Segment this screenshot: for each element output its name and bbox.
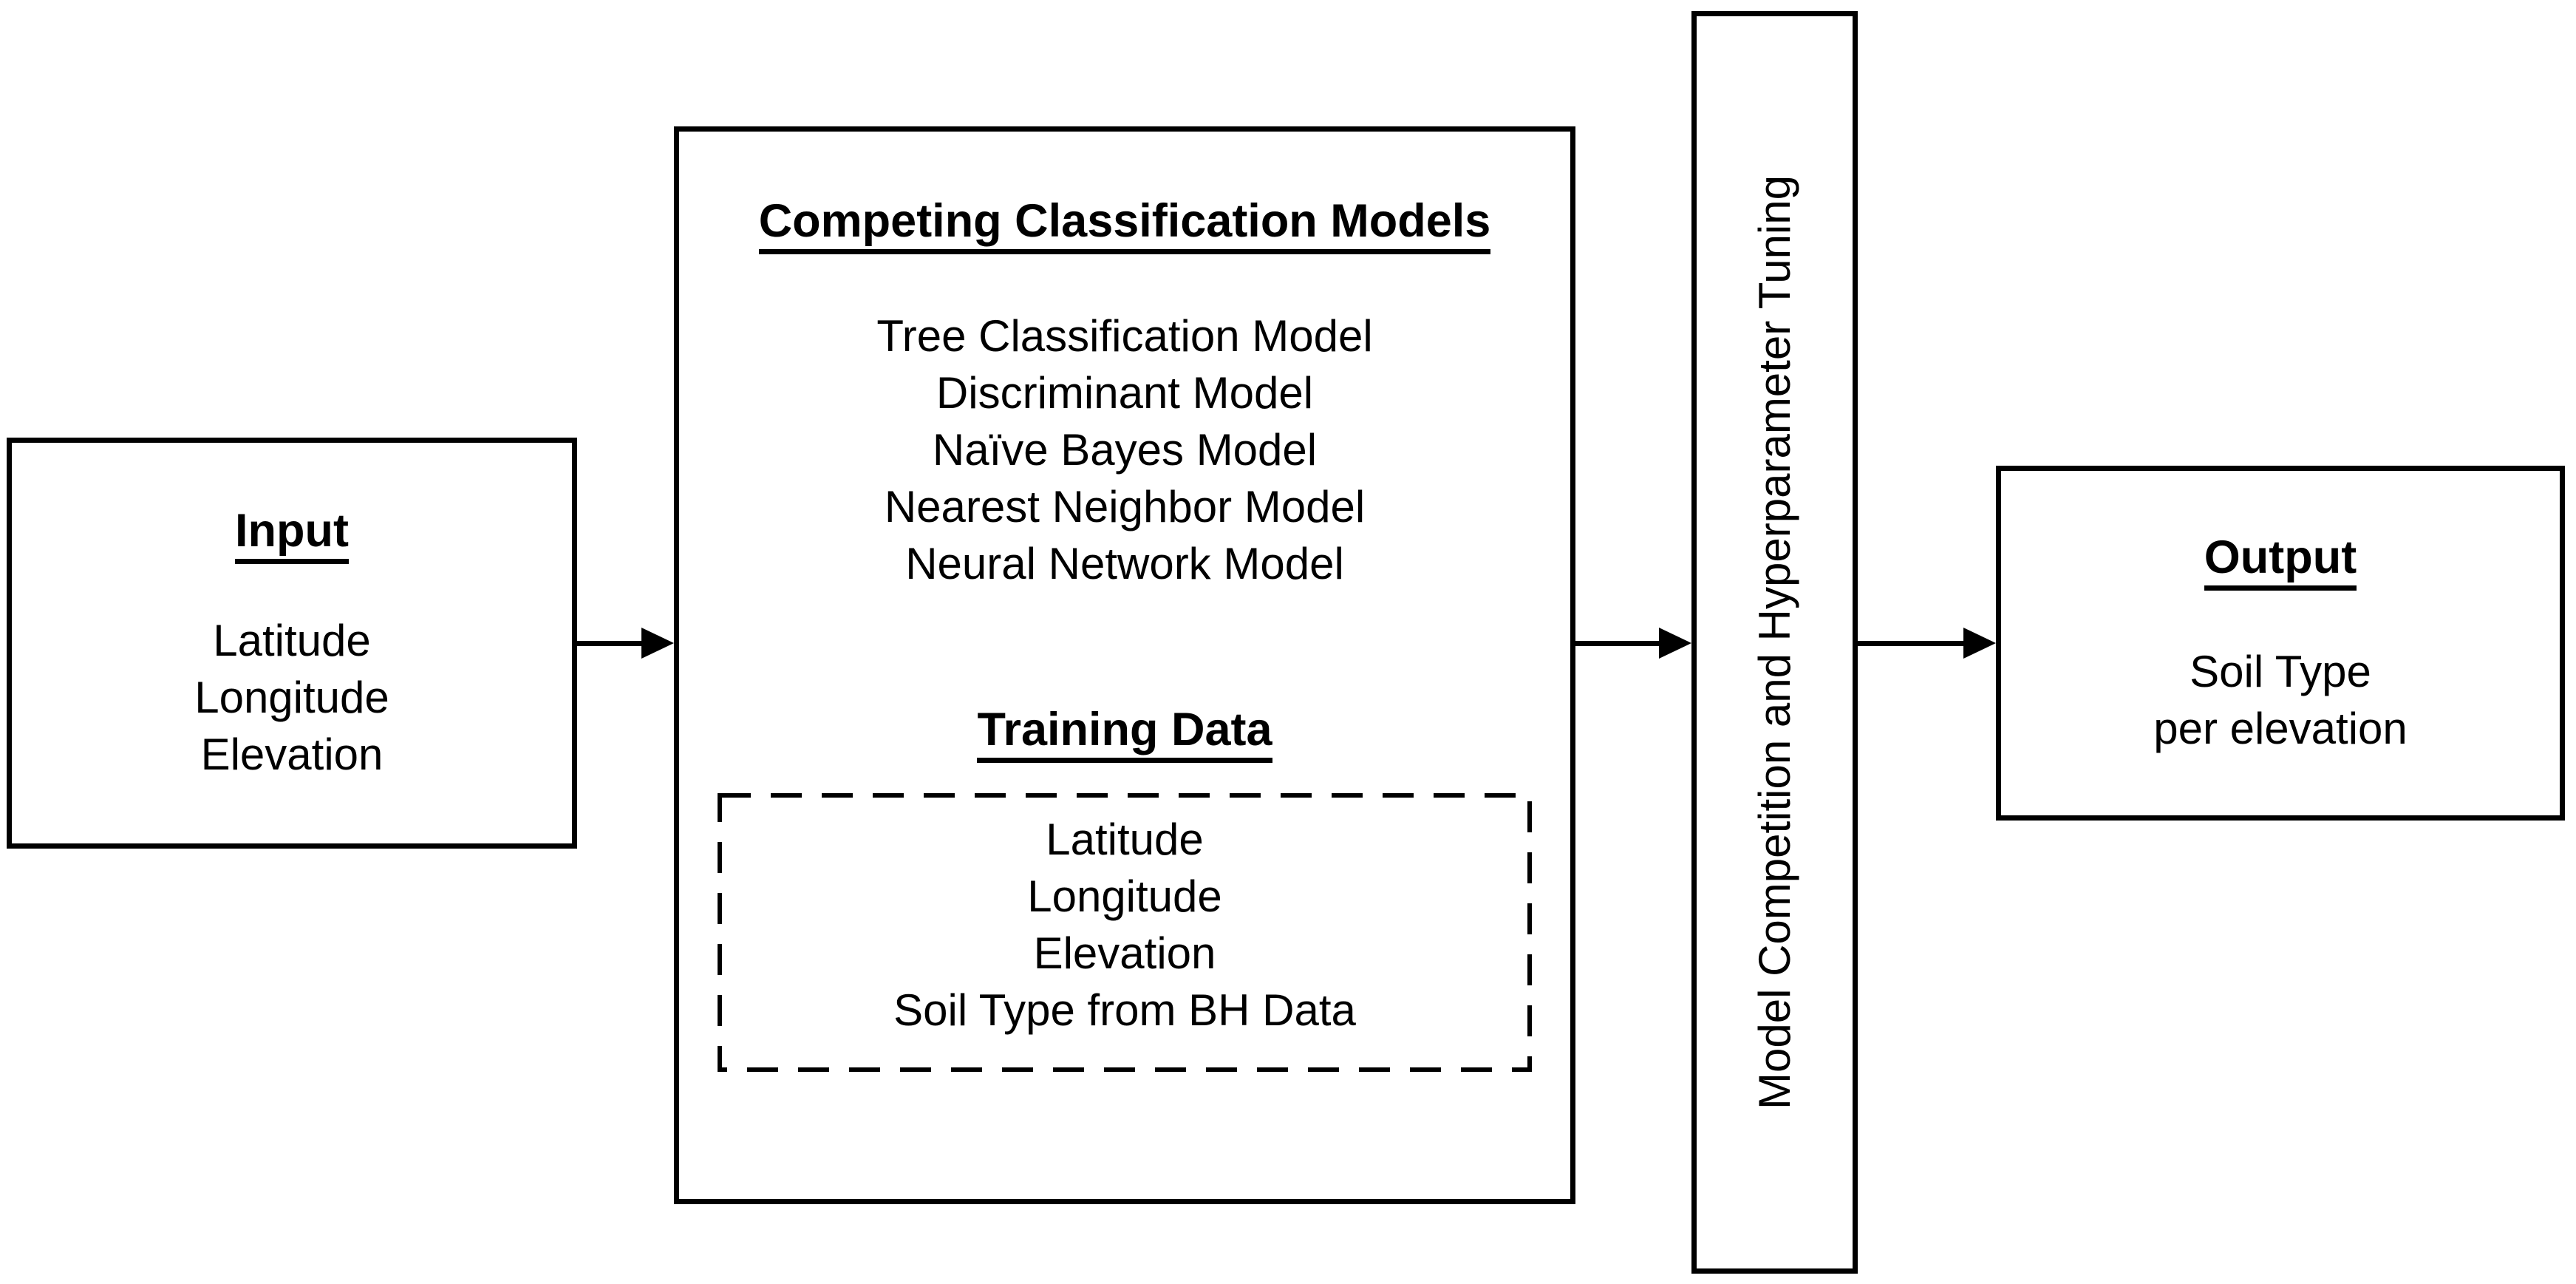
input-item: Elevation xyxy=(200,730,384,779)
arrow-shaft xyxy=(1856,641,1966,646)
dashed-border xyxy=(718,793,1532,1072)
model-item: Naïve Bayes Model xyxy=(932,425,1318,475)
models-box: Competing Classification Models Tree Cla… xyxy=(674,126,1575,1204)
models-box-title-text: Competing Classification Models xyxy=(758,195,1491,254)
tuning-box-label: Model Competition and Hyperparameter Tun… xyxy=(1749,174,1799,1110)
model-item: Nearest Neighbor Model xyxy=(884,482,1366,531)
input-box-items: Latitude Longitude Elevation xyxy=(12,612,572,783)
models-list: Tree Classification Model Discriminant M… xyxy=(679,308,1570,592)
training-data-items: Latitude Longitude Elevation Soil Type f… xyxy=(718,811,1532,1039)
output-box-lines: Soil Type per elevation xyxy=(2001,643,2560,757)
arrowhead-right-icon xyxy=(1659,628,1691,659)
training-data-box: Latitude Longitude Elevation Soil Type f… xyxy=(718,793,1532,1072)
model-item: Discriminant Model xyxy=(936,368,1314,418)
input-item: Latitude xyxy=(213,616,371,665)
input-box-title: Input xyxy=(12,503,572,564)
input-box-title-text: Input xyxy=(235,505,349,564)
training-item: Latitude xyxy=(1046,815,1204,864)
arrow-shaft xyxy=(577,641,648,646)
training-item: Elevation xyxy=(1033,928,1216,978)
output-box-title-text: Output xyxy=(2204,531,2357,591)
model-item: Neural Network Model xyxy=(905,539,1344,588)
input-box: Input Latitude Longitude Elevation xyxy=(7,438,577,849)
arrow-shaft xyxy=(1572,641,1664,646)
training-item: Longitude xyxy=(1027,872,1222,921)
output-line: Soil Type xyxy=(2190,647,2371,696)
tuning-box: Model Competition and Hyperparameter Tun… xyxy=(1691,11,1858,1274)
training-item: Soil Type from BH Data xyxy=(893,985,1356,1035)
arrowhead-right-icon xyxy=(1963,628,1996,659)
training-data-title-text: Training Data xyxy=(977,704,1272,763)
input-item: Longitude xyxy=(194,673,389,722)
arrowhead-right-icon xyxy=(641,628,674,659)
output-box: Output Soil Type per elevation xyxy=(1996,466,2565,821)
output-box-title: Output xyxy=(2001,529,2560,591)
model-item: Tree Classification Model xyxy=(876,311,1373,361)
output-line: per elevation xyxy=(2153,704,2408,753)
models-box-title: Competing Classification Models xyxy=(679,193,1570,254)
training-data-title: Training Data xyxy=(679,702,1570,763)
